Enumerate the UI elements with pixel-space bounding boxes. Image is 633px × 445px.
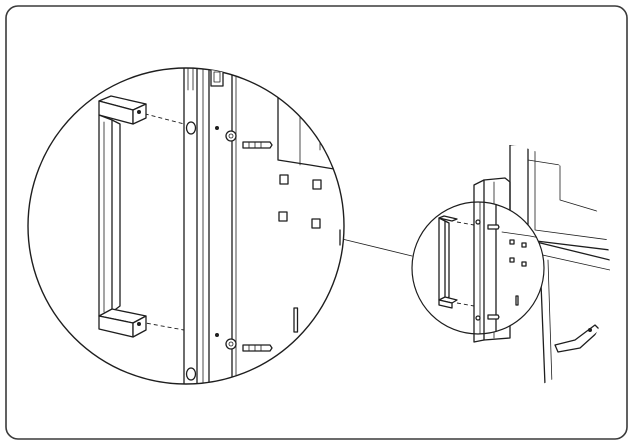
- mounting-screw-top: [225, 130, 273, 149]
- detail-callout-circle: [411, 201, 545, 335]
- overview-view: [411, 145, 610, 385]
- magnified-detail-view: [27, 67, 345, 385]
- panel-slot: [311, 218, 321, 229]
- door-hole-top: [185, 121, 197, 135]
- panel-slot: [279, 174, 289, 185]
- callout-connector-line: [337, 237, 413, 257]
- outer-frame: [5, 5, 628, 440]
- mounting-screw-bottom: [225, 338, 273, 352]
- cabinet-inner-panel: [277, 89, 341, 333]
- alignment-line-bottom: [139, 321, 185, 331]
- magnified-circle-outline: [27, 67, 345, 385]
- panel-slot-long: [293, 307, 299, 333]
- panel-slot: [312, 179, 322, 190]
- door-hole-bottom: [185, 367, 197, 381]
- panel-slot: [278, 211, 288, 222]
- door-handle: [98, 95, 147, 338]
